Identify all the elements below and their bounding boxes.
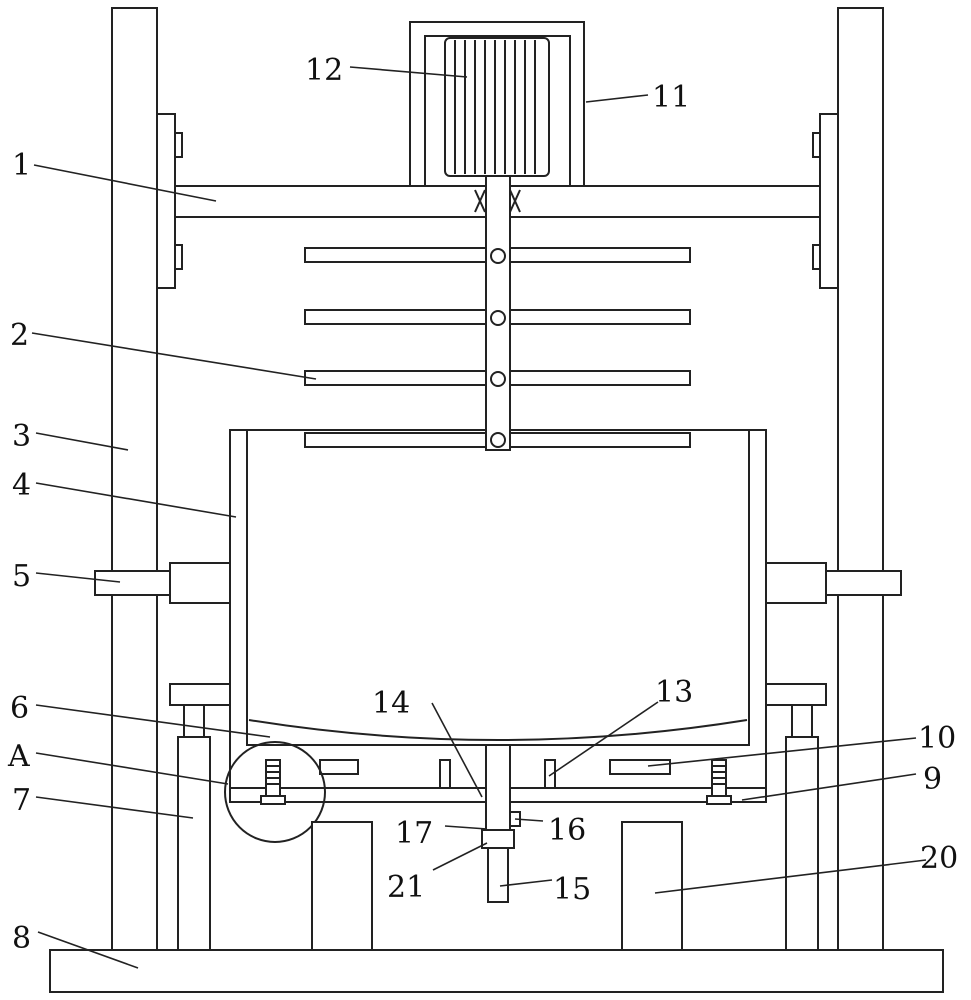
label-a: A [7, 739, 30, 774]
left-base-block [311, 821, 373, 951]
left-post-neck [183, 704, 205, 738]
right-spring [706, 759, 732, 805]
right-side-support-block [765, 562, 827, 604]
label-1: 1 [12, 148, 31, 183]
shaft-pin-1 [490, 248, 506, 264]
left-bottom-pad [319, 759, 359, 775]
label-13: 13 [655, 675, 693, 710]
label-15: 15 [553, 872, 591, 907]
left-side-support-rod [94, 570, 171, 596]
label-4: 4 [12, 468, 31, 503]
left-bolt-bottom [174, 244, 183, 270]
label-16: 16 [548, 813, 586, 848]
label-7: 7 [12, 783, 31, 818]
leader-lines [31, 66, 927, 969]
label-21: 21 [387, 870, 425, 905]
discharge-pipe-upper [485, 744, 511, 831]
left-support-post [177, 736, 211, 951]
label-8: 8 [12, 921, 31, 956]
label-5: 5 [12, 559, 31, 594]
left-side-support-block [169, 562, 231, 604]
shaft-pin-2 [490, 310, 506, 326]
motor [444, 37, 550, 177]
tank-curved-bottom [248, 719, 748, 741]
left-spring [260, 759, 286, 805]
label-9: 9 [923, 762, 942, 797]
motor-housing-inner [424, 35, 571, 186]
right-post-neck [791, 704, 813, 738]
right-frame-column [837, 7, 884, 951]
left-post-cap [169, 683, 231, 706]
shaft-pin-4 [490, 432, 506, 448]
right-mounting-plate [819, 113, 839, 289]
label-10: 10 [918, 721, 956, 756]
right-bolt-bottom [812, 244, 821, 270]
shaft-pin-3 [490, 371, 506, 387]
discharge-pipe-lower [487, 847, 509, 903]
left-mounting-plate [156, 113, 176, 289]
right-side-support-rod [825, 570, 902, 596]
detail-circle-a [224, 741, 326, 843]
right-post-cap [765, 683, 827, 706]
right-bottom-pad [609, 759, 671, 775]
left-bolt-top [174, 132, 183, 158]
label-20: 20 [920, 841, 958, 876]
shaft-bearing [474, 189, 521, 213]
right-bolt-top [812, 132, 821, 158]
label-2: 2 [10, 318, 29, 353]
left-frame-column [111, 7, 158, 951]
right-support-post [785, 736, 819, 951]
label-17: 17 [395, 816, 433, 851]
label-14: 14 [372, 686, 410, 721]
label-3: 3 [12, 419, 31, 454]
base-plate [49, 949, 944, 993]
right-base-block [621, 821, 683, 951]
label-11: 11 [652, 80, 690, 115]
label-12: 12 [305, 53, 343, 88]
label-6: 6 [10, 691, 29, 726]
valve-17 [481, 829, 515, 849]
